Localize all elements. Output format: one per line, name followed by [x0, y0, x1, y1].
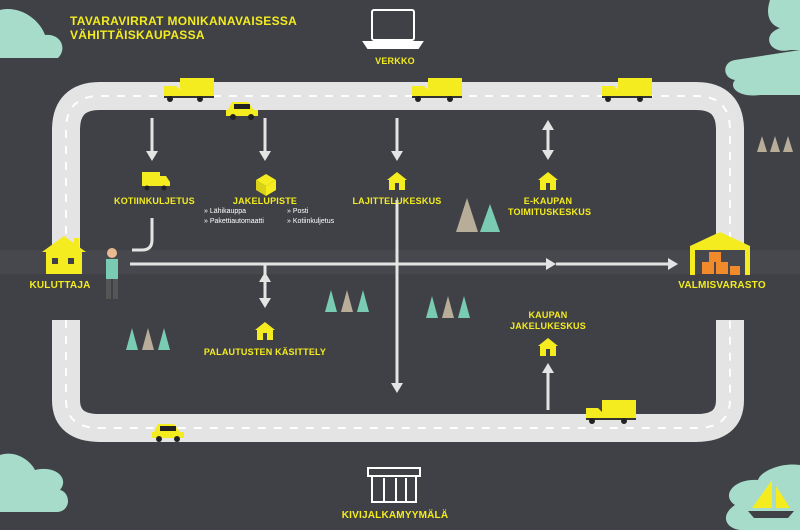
jakelupiste-item-4: » Kotiinkuljetus	[287, 218, 335, 225]
trees-middle	[456, 198, 500, 232]
person-icon	[106, 248, 118, 299]
warehouse-icon-lajittelu	[387, 172, 407, 190]
title-line-2: VÄHITTÄISKAUPASSA	[70, 28, 205, 42]
label-valmisvarasto: VALMISVARASTO	[678, 280, 766, 291]
jakelupiste-item-4-text: Kotiinkuljetus	[292, 218, 335, 225]
truck-icon-bottom-right	[586, 400, 636, 424]
label-ekaupan-line2: TOIMITUSKESKUS	[508, 207, 592, 217]
label-kuluttaja: KULUTTAJA	[29, 280, 91, 291]
jakelupiste-item-1: » Lähikauppa	[204, 208, 247, 215]
label-verkko: VERKKO	[375, 56, 415, 66]
label-kaupan-line2: JAKELUKESKUS	[510, 321, 586, 331]
label-palautusten-kasittely: PALAUTUSTEN KÄSITTELY	[203, 347, 327, 357]
jakelupiste-item-3-text: Posti	[292, 208, 309, 215]
label-jakelupiste: JAKELUPISTE	[232, 196, 298, 206]
package-icon	[256, 174, 276, 196]
label-kivijalkamyymala: KIVIJALKAMYYMÄLÄ	[341, 510, 449, 521]
laptop-icon	[362, 9, 424, 49]
label-ekaupan-line1: E-KAUPAN	[523, 196, 573, 206]
label-kotiinkuljetus: KOTIINKULJETUS	[114, 196, 195, 206]
warehouse-icon-valmisvarasto	[690, 232, 750, 275]
sailboat-icon	[748, 480, 794, 518]
cloud-top-right	[725, 0, 800, 96]
truck-icon-top-left	[164, 78, 214, 102]
warehouse-icon-palautus	[255, 322, 275, 340]
ground-band	[0, 250, 800, 274]
road-lane-marks	[65, 95, 731, 429]
jakelupiste-item-2-text: Pakettiautomaatti	[209, 218, 264, 225]
car-icon-top	[226, 102, 258, 120]
truck-icon-top-middle	[412, 78, 462, 102]
label-lajittelukeskus: LAJITTELUKESKUS	[352, 196, 442, 206]
trees-center-left	[325, 290, 369, 312]
trees-right	[757, 136, 793, 152]
warehouse-icon-kaupan	[538, 338, 558, 356]
cloud-bottom-left	[0, 453, 68, 512]
truck-icon-top-right	[602, 78, 652, 102]
label-kaupan-line1: KAUPAN	[528, 310, 568, 320]
flow-arrows	[130, 118, 678, 410]
van-icon	[142, 172, 170, 191]
warehouse-icon-ekauppa	[538, 172, 558, 190]
store-icon	[367, 467, 421, 503]
car-icon-bottom	[152, 424, 184, 442]
jakelupiste-item-2: » Pakettiautomaatti	[204, 218, 264, 225]
cloud-top-left	[0, 9, 63, 58]
trees-left	[126, 328, 170, 350]
trees-center	[426, 296, 470, 318]
diagram-title: TAVARAVIRRAT MONIKANAVAISESSA VÄHITTÄISK…	[70, 14, 297, 42]
title-line-1: TAVARAVIRRAT MONIKANAVAISESSA	[70, 14, 298, 28]
jakelupiste-item-1-text: Lähikauppa	[209, 208, 247, 215]
jakelupiste-item-3: » Posti	[287, 208, 309, 215]
house-icon	[42, 236, 86, 274]
